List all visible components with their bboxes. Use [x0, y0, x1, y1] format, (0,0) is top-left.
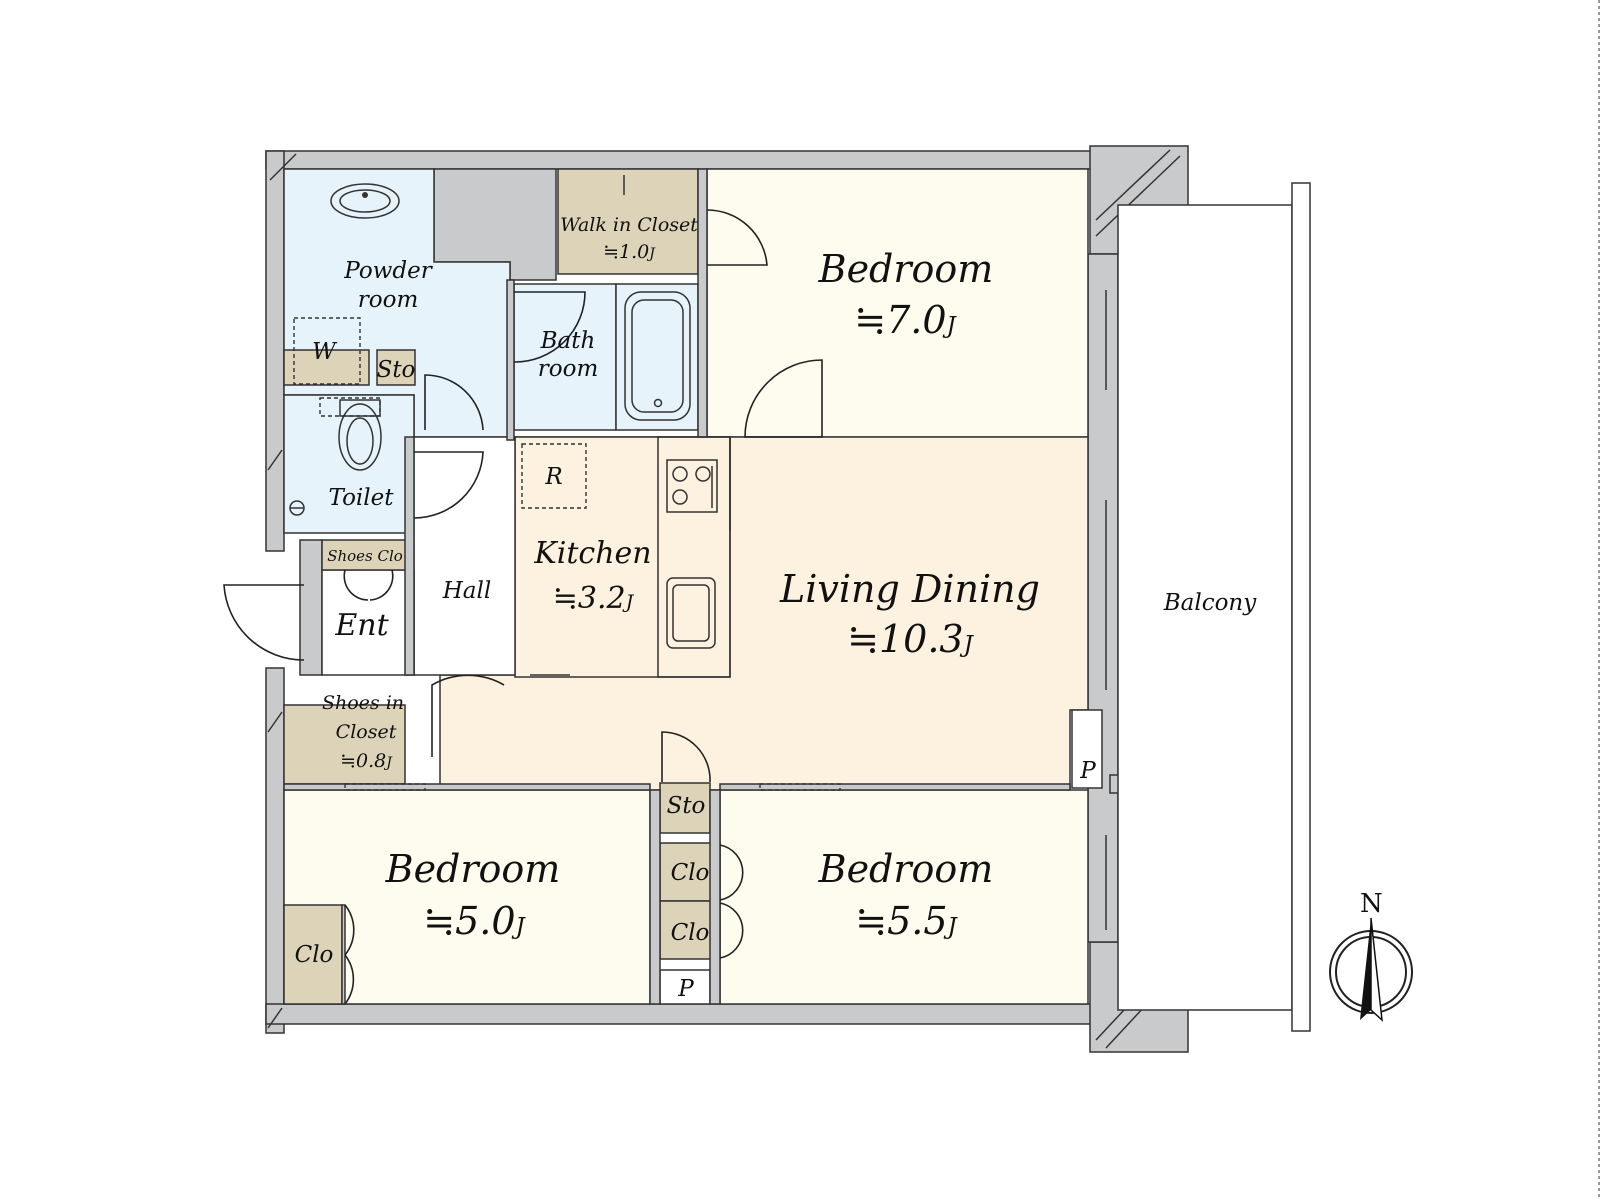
kitchen-name: Kitchen: [533, 536, 651, 571]
washer-outline: [293, 317, 361, 385]
bedroom-sw-unit: J: [512, 914, 527, 940]
hall-door: [431, 674, 505, 757]
powder-room-line1: Powder: [343, 258, 433, 284]
kitchen-area: ≒3.2: [553, 581, 626, 616]
shoes-clo-area: [321, 539, 409, 571]
powder-door: [424, 374, 484, 431]
kitchen-area: [514, 436, 731, 678]
powder-room-line2: room: [358, 287, 419, 313]
bath-room-line1: Bath: [540, 328, 596, 354]
washbasin-icon: [330, 183, 400, 219]
balcony-area: [1117, 204, 1293, 1011]
shoes-in-closet-line1: Shoes in: [322, 692, 404, 714]
bathtub-area: [615, 283, 699, 431]
washer-label: W: [312, 339, 338, 365]
svg-text:≒5.0J: ≒5.0J: [423, 899, 526, 943]
bedroom-se-area: ≒5.5: [855, 899, 947, 943]
page-edge: [1598, 0, 1600, 1200]
cooktop-icon: [657, 436, 731, 678]
washer-space: [283, 349, 370, 386]
sto-powder-area: [376, 349, 416, 386]
shoes-clo-name: Shoes Clo: [327, 547, 403, 565]
sto-powder-label: Sto: [377, 357, 416, 383]
bedroom-ne-door: [744, 359, 823, 438]
shoes-clo-door-l: [343, 569, 369, 601]
shoes-in-closet-area: [283, 704, 406, 785]
bedroom-sw-name: Bedroom: [385, 847, 561, 891]
svg-text:≒1.0J: ≒1.0J: [603, 241, 656, 263]
sto-living-label: Sto: [667, 793, 706, 819]
shoes-clo-door-r: [369, 569, 394, 601]
living-dining-unit: J: [960, 632, 975, 658]
toilet-icon: [289, 399, 382, 516]
bedroom-se-unit: J: [944, 914, 959, 940]
clo-sw-area: [283, 904, 343, 1005]
hall-name: Hall: [442, 578, 491, 604]
bath-door: [513, 291, 586, 363]
toilet-tank-outline: [319, 397, 381, 417]
bedroom-ne-unit: J: [943, 313, 958, 339]
bedroom-ne-area: ≒7.0: [854, 298, 946, 342]
bathtub-icon: [624, 291, 691, 421]
living-dining-area: ≒10.3: [847, 617, 963, 661]
walk-in-closet-name: Walk in Closet: [560, 214, 698, 236]
bedroom-ne-name: Bedroom: [818, 247, 994, 291]
fridge-space: [521, 443, 587, 509]
bedroom-se-area: [719, 789, 1089, 1005]
balcony-rail: [1291, 182, 1311, 1032]
entrance-area: [321, 569, 415, 676]
pipe-space-sw: [659, 969, 711, 1005]
walk-in-closet-door: [706, 209, 768, 266]
clo-se-door-1: [719, 844, 744, 901]
toilet-door: [413, 451, 484, 519]
sto-living-area: [659, 782, 711, 834]
clo-se-door-2: [719, 902, 744, 959]
shoes-in-closet-area: ≒0.8: [340, 750, 386, 772]
pipe-space-e-label: P: [1079, 758, 1096, 784]
clo-sw-door-2: [344, 954, 355, 1005]
sink-icon: [666, 577, 716, 649]
shoes-in-closet-line2: Closet: [336, 721, 397, 743]
room-fills: [283, 168, 1311, 1032]
walk-in-closet-area: ≒1.0: [603, 241, 649, 263]
bath-room-line2: room: [538, 356, 599, 382]
storage-areas: [283, 168, 1103, 1005]
sto-door: [661, 731, 711, 783]
doors: [223, 209, 823, 1005]
svg-text:≒0.8J: ≒0.8J: [340, 750, 393, 772]
clo-lower-label: Clo: [671, 920, 710, 946]
svg-text:≒10.3J: ≒10.3J: [847, 617, 974, 661]
svg-text:≒3.2J: ≒3.2J: [553, 581, 635, 616]
entrance-door: [223, 584, 305, 661]
walk-in-closet-unit: J: [646, 246, 656, 262]
entrance-name: Ent: [334, 608, 389, 643]
living-dining-name: Living Dining: [779, 567, 1040, 611]
kitchen-unit: J: [622, 591, 635, 613]
partitions: [283, 168, 1107, 1005]
north-label: N: [1360, 889, 1383, 919]
clo-sw-label: Clo: [295, 942, 334, 968]
balcony-name: Balcony: [1163, 590, 1258, 616]
shelf-se: [759, 783, 841, 791]
walk-in-closet-area: [557, 168, 699, 275]
bedroom-se-name: Bedroom: [818, 847, 994, 891]
bedroom-sw-area: ≒5.0: [423, 899, 515, 943]
toilet-area: [283, 394, 415, 534]
svg-text:≒7.0J: ≒7.0J: [854, 298, 957, 342]
svg-text:≒5.5J: ≒5.5J: [855, 899, 958, 943]
shelf-sw: [344, 783, 426, 791]
toilet-name: Toilet: [329, 485, 395, 511]
clo-sw-door-1: [344, 904, 355, 956]
bath-room-area: [513, 283, 617, 431]
pipe-space-e: [1071, 709, 1103, 789]
compass-icon: [1329, 917, 1413, 1022]
shoes-in-closet-unit: J: [383, 755, 393, 771]
fridge-label: R: [544, 464, 562, 490]
pipe-space-sw-label: P: [677, 976, 694, 1002]
hall-area: [413, 436, 516, 676]
clo-upper-label: Clo: [671, 860, 710, 886]
